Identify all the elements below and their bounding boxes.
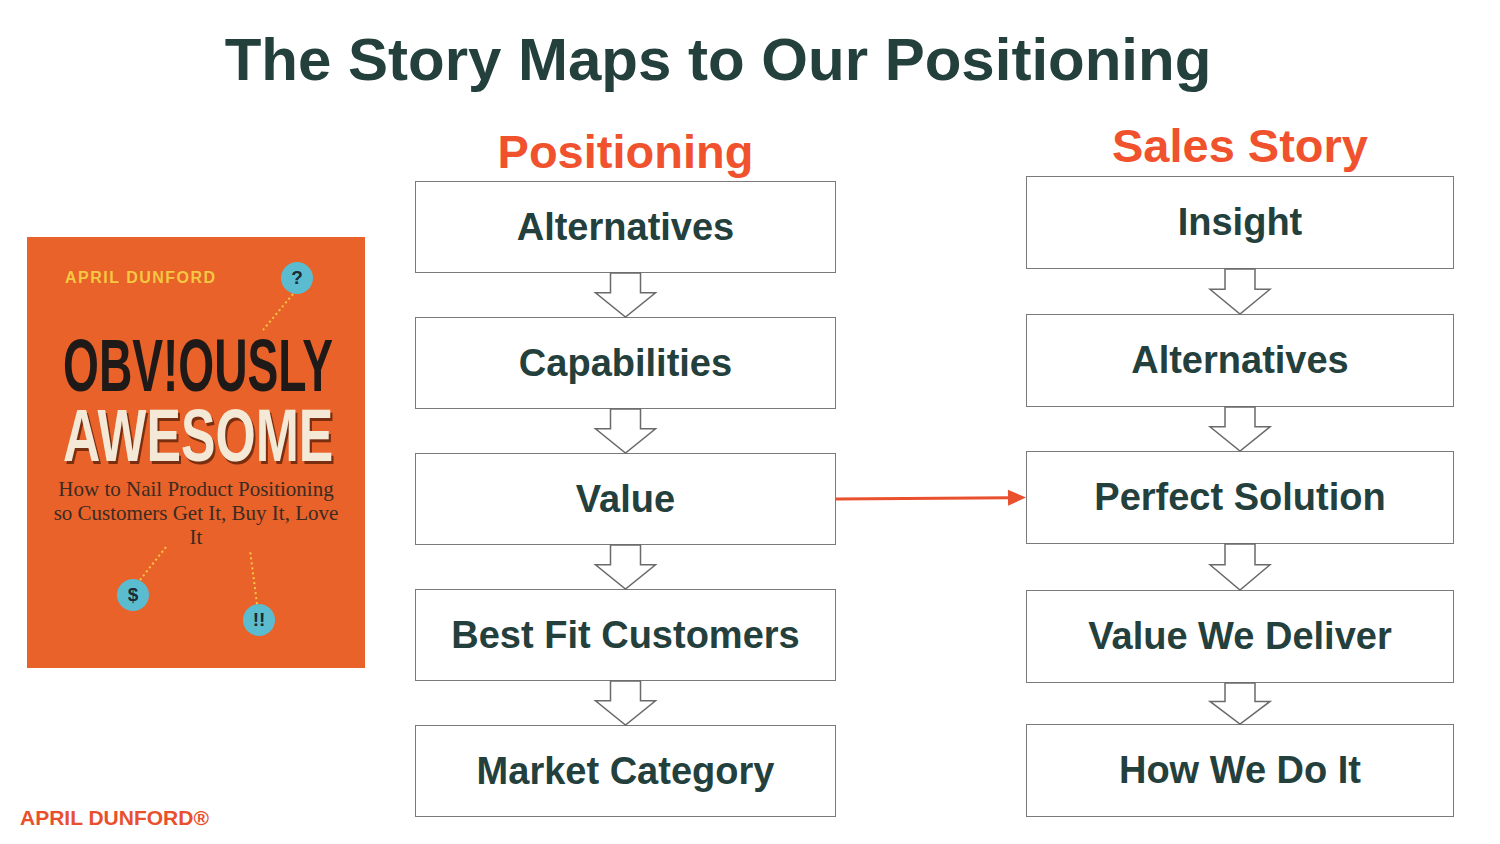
icon-circle: !!	[243, 604, 275, 636]
icon-symbol: ?	[291, 267, 303, 289]
process-box: Best Fit Customers	[415, 589, 836, 681]
brand-footer: APRIL DUNFORD®	[20, 806, 209, 830]
arrow-head	[1008, 490, 1026, 506]
circle-fill	[281, 262, 313, 294]
box-label: How We Do It	[1119, 749, 1361, 792]
column-heading: Sales Story	[1026, 118, 1454, 174]
box-label: Value	[576, 478, 675, 521]
icon-symbol: !!	[253, 609, 266, 631]
icon-circle: $	[117, 579, 149, 611]
process-box: Insight	[1026, 176, 1454, 269]
connector-line	[836, 498, 1010, 499]
diagram-title: The Story Maps to Our Positioning	[0, 22, 1436, 98]
box-label: Alternatives	[517, 206, 735, 249]
block-arrow	[1210, 407, 1270, 451]
box-label: Insight	[1178, 201, 1303, 244]
block-arrow	[596, 545, 656, 589]
block-arrow	[596, 409, 656, 453]
process-box: Value We Deliver	[1026, 590, 1454, 683]
process-box: Capabilities	[415, 317, 836, 409]
icon-circle: ?	[281, 262, 313, 294]
book-title: AWESOME	[63, 399, 333, 473]
box-label: Value We Deliver	[1088, 615, 1391, 658]
book-title: OBV!OUSLY	[63, 329, 333, 403]
box-label: Market Category	[477, 750, 775, 793]
box-label: Perfect Solution	[1094, 476, 1385, 519]
process-box: Alternatives	[415, 181, 836, 273]
box-label: Alternatives	[1131, 339, 1349, 382]
process-box: Value	[415, 453, 836, 545]
circle-fill	[117, 579, 149, 611]
block-arrow	[1210, 683, 1270, 724]
circle-fill	[243, 604, 275, 636]
process-box: Alternatives	[1026, 314, 1454, 407]
box-label: Best Fit Customers	[451, 614, 799, 657]
process-box: How We Do It	[1026, 724, 1454, 817]
block-arrow	[1210, 544, 1270, 590]
column-heading: Positioning	[415, 124, 836, 180]
icon-symbol: $	[128, 584, 139, 606]
book-subtitle: How to Nail Product Positioning so Custo…	[51, 477, 341, 549]
box-label: Capabilities	[519, 342, 732, 385]
process-box: Perfect Solution	[1026, 451, 1454, 544]
block-arrow	[596, 273, 656, 317]
book-author: APRIL DUNFORD	[65, 269, 217, 287]
book-cover: APRIL DUNFORD OBV!OUSLYAWESOMEHow to Nail…	[27, 237, 365, 668]
block-arrow	[1210, 269, 1270, 314]
connector-arrow	[836, 490, 1026, 506]
block-arrow	[596, 681, 656, 725]
process-box: Market Category	[415, 725, 836, 817]
